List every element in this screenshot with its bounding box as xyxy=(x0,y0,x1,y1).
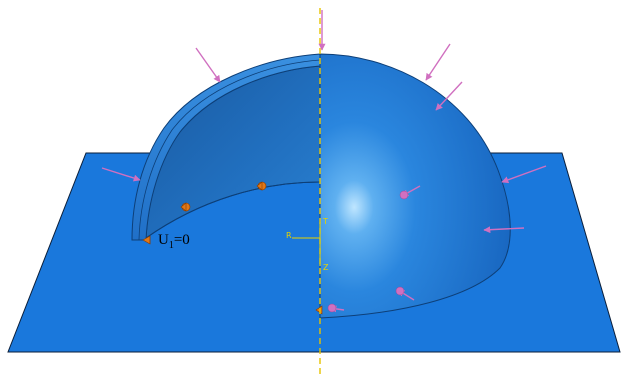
arrow-icon xyxy=(435,81,463,111)
pressure-loads xyxy=(101,10,547,313)
shell-cut-edge-inner-line xyxy=(138,59,321,241)
arrow-icon xyxy=(483,226,525,234)
bc-label: U1=0 xyxy=(158,232,190,251)
shell-bottom-edge xyxy=(145,181,321,239)
arrow-icon xyxy=(501,165,547,184)
rigid-plate xyxy=(7,152,621,353)
bc-marker-icon xyxy=(180,202,191,212)
arrow-icon xyxy=(195,47,221,83)
pressure-arrow-heads xyxy=(327,190,409,313)
triad-axis-z-label: Z xyxy=(323,263,329,272)
bc-symbol: U xyxy=(158,232,169,248)
arrow-icon xyxy=(101,167,141,182)
bc-marker-icon xyxy=(256,181,267,191)
triad-axis-r-label: R xyxy=(286,231,292,240)
bc-equation: =0 xyxy=(173,232,190,248)
coordinate-triad xyxy=(292,222,321,266)
bc-subscript: 1 xyxy=(168,240,174,251)
bc-markers xyxy=(142,181,323,315)
hemisphere-outer-surface xyxy=(319,53,511,319)
triad-axis-t-label: T xyxy=(323,217,328,226)
arrow-icon xyxy=(425,43,451,81)
bc-marker-icon xyxy=(142,235,151,245)
